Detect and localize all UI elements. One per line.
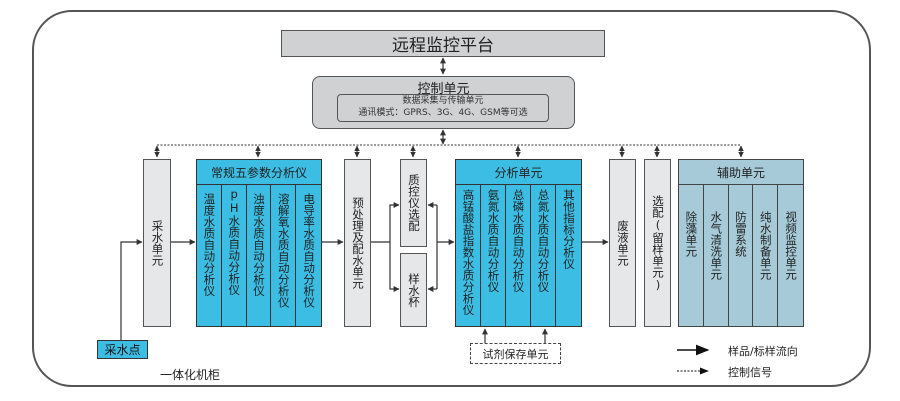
transmission-unit-label: 数据采集与传输单元 (402, 96, 484, 106)
analyzer-permanganate: 高锰酸盐指数水质分析仪 (456, 185, 481, 326)
aux-label: 视频监控单元 (784, 211, 799, 280)
auxiliary-unit-header: 辅助单元 (679, 160, 803, 185)
analyzer-dissolved-oxygen: 溶解氧水质自动分析仪 (271, 185, 297, 326)
sample-cup-label: 样水杯 (407, 272, 421, 308)
analyzer-label: pH水质自动分析仪 (227, 187, 242, 296)
aux-video-monitoring: 视频监控单元 (778, 185, 803, 326)
data-transmission-unit: 数据采集与传输单元 通讯模式：GPRS、3G、4G、GSM等可选 (337, 94, 549, 122)
analyzer-turbidity: 浊度水质自动分析仪 (247, 185, 272, 326)
analyzer-other: 其他指标分析仪 (556, 185, 581, 326)
analyzer-label: 高锰酸盐指数水质分析仪 (461, 189, 476, 316)
five-parameter-analyzer: 常规五参数分析仪 温度水质自动分析仪 pH水质自动分析仪 浊度水质自动分析仪 溶… (196, 159, 322, 327)
auxiliary-unit-title: 辅助单元 (716, 165, 765, 180)
sample-retention-unit: 选配(留样单元) (644, 159, 671, 327)
control-unit: 控制单元 数据采集与传输单元 通讯模式：GPRS、3G、4G、GSM等可选 (312, 76, 575, 129)
analyzer-ammonia: 氨氮水质自动分析仪 (481, 185, 506, 326)
flow-to-cup (389, 242, 400, 292)
flow-sampling-point-to-unit (120, 239, 143, 340)
legend-dotted-label: 控制信号 (728, 366, 772, 379)
analyzer-label: 其他指标分析仪 (562, 189, 576, 270)
analyzer-label: 溶解氧水质自动分析仪 (276, 193, 291, 308)
analyzer-label: 总氮水质自动分析仪 (536, 189, 551, 293)
quality-control-label: 质控仪选配 (407, 174, 421, 232)
analysis-unit: 分析单元 高锰酸盐指数水质分析仪 氨氮水质自动分析仪 总磷水质自动分析仪 总氮水… (455, 159, 582, 327)
pretreatment-unit: 预处理及配水单元 (344, 159, 371, 327)
reagent-storage-label: 试剂保存单元 (482, 347, 549, 361)
aux-label: 除藻单元 (684, 211, 699, 257)
analyzer-label: 温度水质自动分析仪 (202, 193, 217, 297)
analysis-unit-header: 分析单元 (456, 160, 581, 185)
pretreatment-unit-label: 预处理及配水单元 (351, 197, 365, 289)
reagent-storage-unit: 试剂保存单元 (470, 343, 561, 364)
five-parameter-header: 常规五参数分析仪 (197, 160, 321, 185)
five-parameter-title: 常规五参数分析仪 (210, 165, 307, 180)
analyzer-label: 总磷水质自动分析仪 (511, 189, 526, 293)
integrated-cabinet-frame (32, 10, 871, 387)
sampling-unit: 采水单元 (143, 159, 171, 327)
analyzer-label: 电导率水质自动分析仪 (302, 193, 317, 308)
analyzer-label: 浊度水质自动分析仪 (251, 193, 266, 297)
analyzer-temperature: 温度水质自动分析仪 (197, 185, 222, 326)
aux-label: 防雷系统 (733, 211, 748, 257)
sample-cup: 样水杯 (400, 253, 427, 327)
waste-liquid-label: 废液单元 (616, 220, 630, 266)
sampling-point-label: 采水点 (104, 343, 141, 357)
aux-label: 水气清洗单元 (709, 211, 724, 280)
analyzer-label: 氨氮水质自动分析仪 (486, 189, 501, 293)
auxiliary-unit: 辅助单元 除藻单元 水气清洗单元 防雷系统 纯水制备单元 视频监控单元 (678, 159, 804, 327)
sampling-unit-label: 采水单元 (150, 220, 165, 266)
quality-control-unit: 质控仪选配 (400, 159, 427, 247)
aux-label: 纯水制备单元 (758, 211, 773, 280)
communication-modes: 通讯模式：GPRS、3G、4G、GSM等可选 (358, 108, 528, 118)
remote-monitoring-platform: 远程监控平台 (281, 30, 605, 57)
aux-air-water-cleaning: 水气清洗单元 (704, 185, 729, 326)
sample-retention-label: 选配(留样单元) (651, 194, 665, 292)
aux-lightning-protection: 防雷系统 (729, 185, 754, 326)
legend-solid-label: 样品/标样流向 (728, 345, 798, 358)
control-unit-title: 控制单元 (417, 82, 470, 97)
analyzer-conductivity: 电导率水质自动分析仪 (296, 185, 321, 326)
platform-title: 远程监控平台 (392, 36, 494, 56)
analysis-unit-title: 分析单元 (494, 165, 543, 180)
sampling-point: 采水点 (97, 340, 148, 359)
analyzer-total-nitrogen: 总氮水质自动分析仪 (531, 185, 556, 326)
waste-liquid-unit: 废液单元 (609, 159, 636, 327)
aux-pure-water: 纯水制备单元 (753, 185, 779, 326)
aux-algae-removal: 除藻单元 (679, 185, 704, 326)
cabinet-label: 一体化机柜 (160, 368, 221, 382)
analyzer-total-phosphorus: 总磷水质自动分析仪 (506, 185, 531, 326)
analyzer-ph: pH水质自动分析仪 (222, 185, 247, 326)
flow-to-qc (389, 202, 400, 242)
